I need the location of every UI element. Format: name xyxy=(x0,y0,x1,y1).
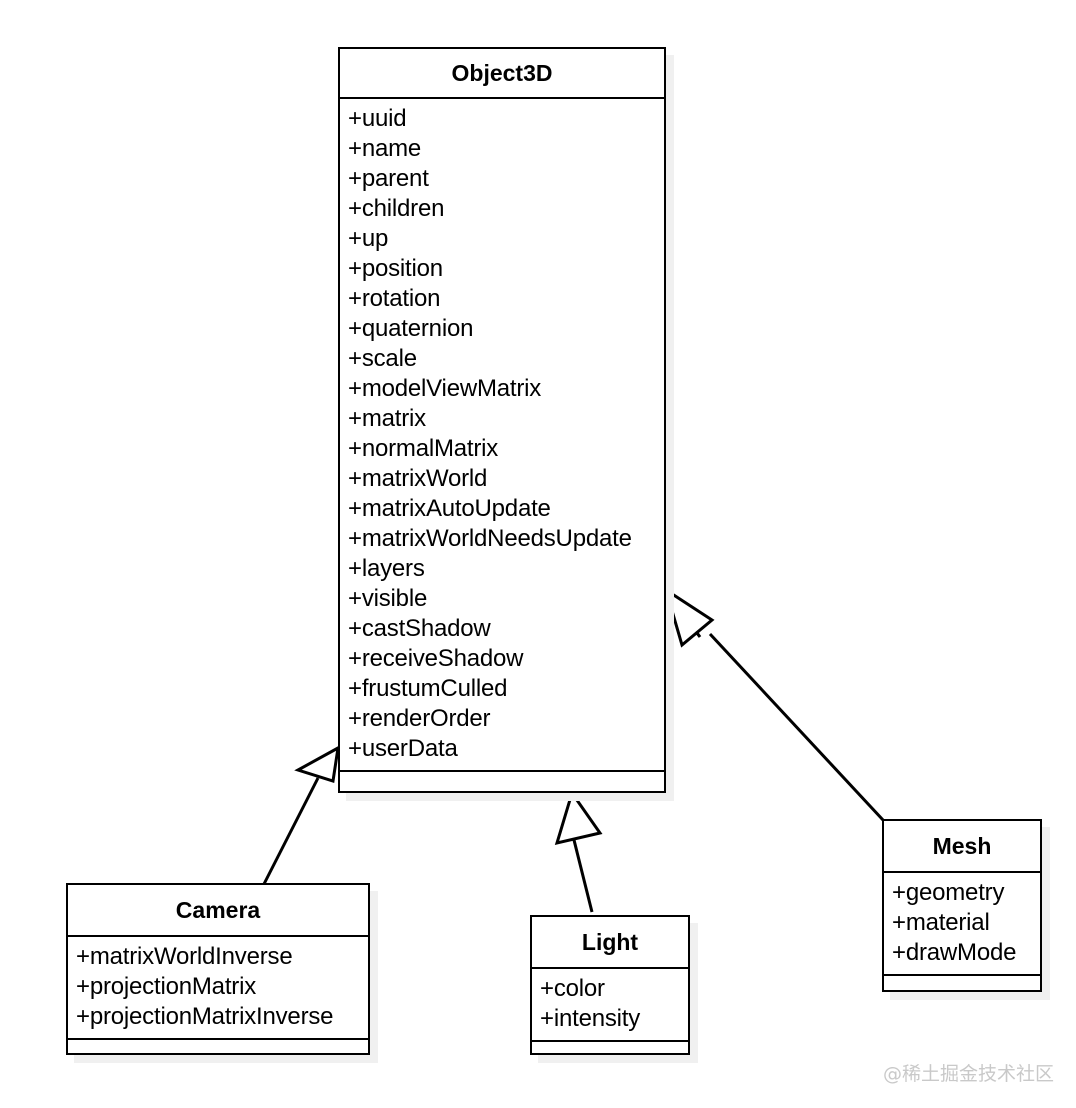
attribute-item: +castShadow xyxy=(348,615,491,642)
attribute-item: +color xyxy=(540,975,605,1002)
attribute-item: +rotation xyxy=(348,285,441,312)
class-name-light: Light xyxy=(532,917,688,969)
class-box-light[interactable]: Light +color +intensity xyxy=(530,915,690,1055)
attribute-item: +matrixWorldInverse xyxy=(76,943,293,970)
hollow-triangle-arrowhead-light xyxy=(554,789,603,846)
attributes-compartment-camera: +matrixWorldInverse +projectionMatrix +p… xyxy=(68,937,368,1040)
hollow-triangle-arrowhead-mesh-filler xyxy=(664,589,702,638)
generalization-mesh-to-object3d xyxy=(663,586,885,822)
generalization-line-light xyxy=(572,839,594,913)
attribute-item: +userData xyxy=(348,735,458,762)
attribute-item: +receiveShadow xyxy=(348,645,524,672)
attribute-item: +matrixWorld xyxy=(348,465,488,492)
attribute-item: +layers xyxy=(348,555,425,582)
attribute-item: +matrix xyxy=(348,405,426,432)
attribute-item: +drawMode xyxy=(892,939,1017,966)
attribute-item: +parent xyxy=(348,165,429,192)
attributes-compartment-object3d: +uuid +name +parent +children +up +posit… xyxy=(340,99,664,772)
attribute-item: +matrixAutoUpdate xyxy=(348,495,551,522)
attribute-item: +position xyxy=(348,255,443,282)
class-box-object3d[interactable]: Object3D +uuid +name +parent +children +… xyxy=(338,47,666,793)
generalization-line-camera xyxy=(262,777,320,885)
attribute-item: +frustumCulled xyxy=(348,675,508,702)
attribute-item: +material xyxy=(892,909,990,936)
watermark-text: @稀土掘金技术社区 xyxy=(882,1063,1054,1085)
attribute-item: +renderOrder xyxy=(348,705,491,732)
attribute-item: +normalMatrix xyxy=(348,435,499,462)
methods-compartment-camera xyxy=(68,1040,368,1060)
methods-compartment-object3d xyxy=(340,772,664,792)
attribute-item: +projectionMatrixInverse xyxy=(76,1003,334,1030)
attributes-compartment-light: +color +intensity xyxy=(532,969,688,1042)
generalization-light-to-object3d xyxy=(554,789,603,913)
attribute-item: +uuid xyxy=(348,105,407,132)
attribute-item: +projectionMatrix xyxy=(76,973,257,1000)
attribute-item: +children xyxy=(348,195,445,222)
class-name-mesh: Mesh xyxy=(884,821,1040,873)
attributes-compartment-mesh: +geometry +material +drawMode xyxy=(884,873,1040,976)
hollow-triangle-arrowhead-camera xyxy=(294,745,340,783)
methods-compartment-light xyxy=(532,1042,688,1062)
attribute-item: +visible xyxy=(348,585,428,612)
attribute-item: +scale xyxy=(348,345,417,372)
attribute-item: +geometry xyxy=(892,879,1005,906)
attribute-item: +modelViewMatrix xyxy=(348,375,542,402)
attribute-item: +up xyxy=(348,225,389,252)
methods-compartment-mesh xyxy=(884,976,1040,996)
class-box-camera[interactable]: Camera +matrixWorldInverse +projectionMa… xyxy=(66,883,370,1055)
attribute-item: +name xyxy=(348,135,422,162)
hollow-triangle-arrowhead-mesh xyxy=(663,586,715,648)
attribute-item: +intensity xyxy=(540,1005,641,1032)
class-name-object3d: Object3D xyxy=(340,49,664,99)
attribute-item: +quaternion xyxy=(348,315,474,342)
generalization-camera-to-object3d xyxy=(262,745,340,885)
generalization-line-mesh xyxy=(708,632,885,822)
attribute-item: +matrixWorldNeedsUpdate xyxy=(348,525,632,552)
class-name-camera: Camera xyxy=(68,885,368,937)
class-box-mesh[interactable]: Mesh +geometry +material +drawMode xyxy=(882,819,1042,992)
